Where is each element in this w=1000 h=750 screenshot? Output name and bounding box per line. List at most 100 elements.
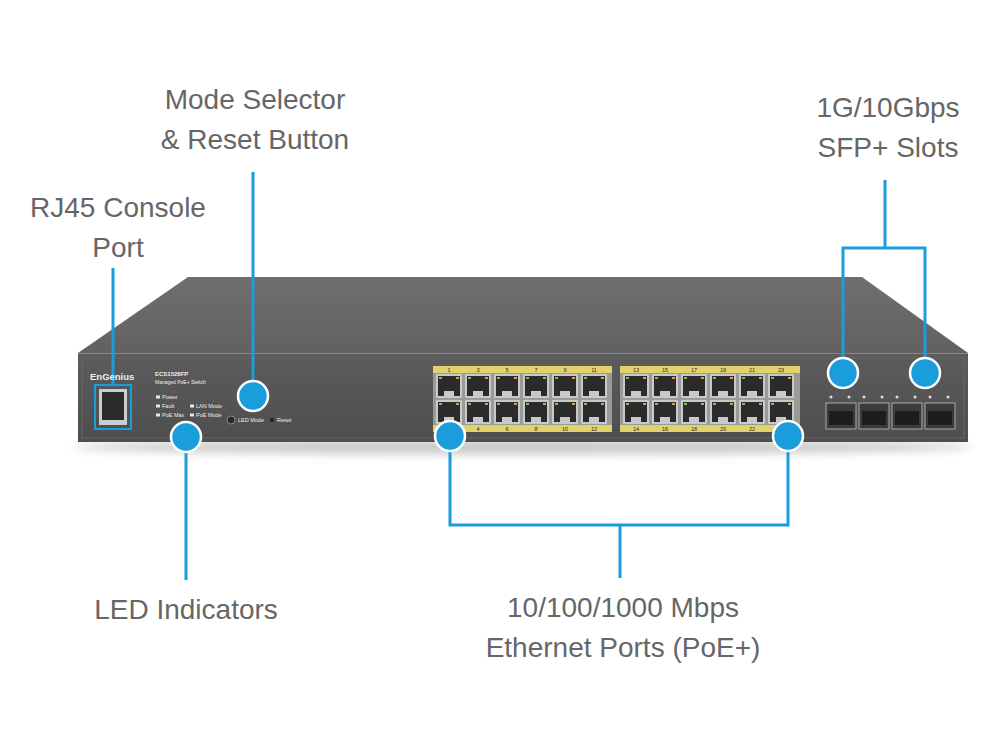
mode-button [227,416,235,424]
switch-front [78,353,968,442]
sfp-led [863,396,866,399]
button-label: LED Mode [238,417,264,423]
port-number: 22 [742,426,762,432]
sfp-led [947,396,950,399]
sfp-led [848,396,851,399]
rj45-port [465,374,491,398]
callout-dot [238,381,268,411]
model-name: ECS1528FP [155,371,188,378]
rj45-port [739,374,765,398]
callout-dot [171,422,201,452]
sfp-led [896,396,899,399]
port-number: 10 [555,426,575,432]
brand-logo: EnGenius [90,372,134,382]
rj45-port [465,400,491,424]
rj45-port [652,374,678,398]
rj45-port [581,400,607,424]
port-number: 16 [655,426,675,432]
front-panel-border [82,358,964,438]
callout-dot [773,421,803,451]
rj45-port [710,400,736,424]
port-label-strip [620,366,800,373]
model-subtitle: Managed PoE+ Switch [155,379,206,385]
leader-line [185,440,188,580]
reset-hole [270,418,274,422]
callout-label: RJ45 Console Port [26,188,211,268]
console-highlight [95,385,131,429]
rj45-port [494,400,520,424]
rj45-port [436,374,462,398]
callout-dots [171,358,940,452]
rj45-port [623,400,649,424]
leader-line [112,268,115,385]
rj45-port [710,374,736,398]
led-label: PoE Mode [196,412,222,418]
port-number: 13 [626,367,646,373]
led-label: PoE Max [162,412,184,418]
sfp-slot [826,403,856,429]
port-number: 3 [468,367,488,373]
led [156,396,160,399]
callout-label: 10/100/1000 Mbps Ethernet Ports (PoE+) [478,588,768,668]
rj45-port [552,374,578,398]
rj45-port [681,400,707,424]
led [190,405,194,408]
leader-line [252,172,255,390]
rj45-port [523,400,549,424]
port-number: 15 [655,367,675,373]
port-number: 18 [684,426,704,432]
switch-top [78,277,968,353]
port-number: 11 [584,367,604,373]
port-number: 8 [526,426,546,432]
port-number: 23 [771,367,791,373]
port-number: 5 [497,367,517,373]
rj45-port [523,374,549,398]
leader-line [884,180,887,248]
rj45-port [552,400,578,424]
bracket [450,440,788,525]
led [190,414,194,417]
sfp-led [881,396,884,399]
sfp-led [830,396,833,399]
rj45-port [652,400,678,424]
port-block [433,373,612,425]
bracket [843,248,925,370]
port-number: 14 [626,426,646,432]
led-label: Power [162,394,178,400]
led-label: LAN Mode [196,403,222,409]
drop-shadow [73,440,973,454]
leader-line [619,525,622,578]
rj45-port [768,374,794,398]
led [156,414,160,417]
callout-label: 1G/10Gbps SFP+ Slots [808,88,968,168]
sfp-led [929,396,932,399]
console-port [99,389,127,425]
port-number: 9 [555,367,575,373]
port-number: 12 [584,426,604,432]
port-number: 21 [742,367,762,373]
rj45-port [681,374,707,398]
port-number: 19 [713,367,733,373]
rj45-port [581,374,607,398]
callout-label: Mode Selector & Reset Button [155,80,355,160]
button-label: Reset [277,417,291,423]
callout-dot [910,358,940,388]
led [156,405,160,408]
port-block [620,373,800,425]
rj45-port [623,374,649,398]
sfp-led [914,396,917,399]
port-number: 20 [713,426,733,432]
callout-label: LED Indicators [56,590,316,630]
rj45-port [494,374,520,398]
port-number: 6 [497,426,517,432]
port-label-strip [433,366,612,373]
leader-lines [95,172,925,580]
port-number: 1 [439,367,459,373]
port-number: 17 [684,367,704,373]
port-number: 4 [468,426,488,432]
callout-dot [435,421,465,451]
led-label: Fault [162,403,174,409]
front-edge [78,353,968,354]
